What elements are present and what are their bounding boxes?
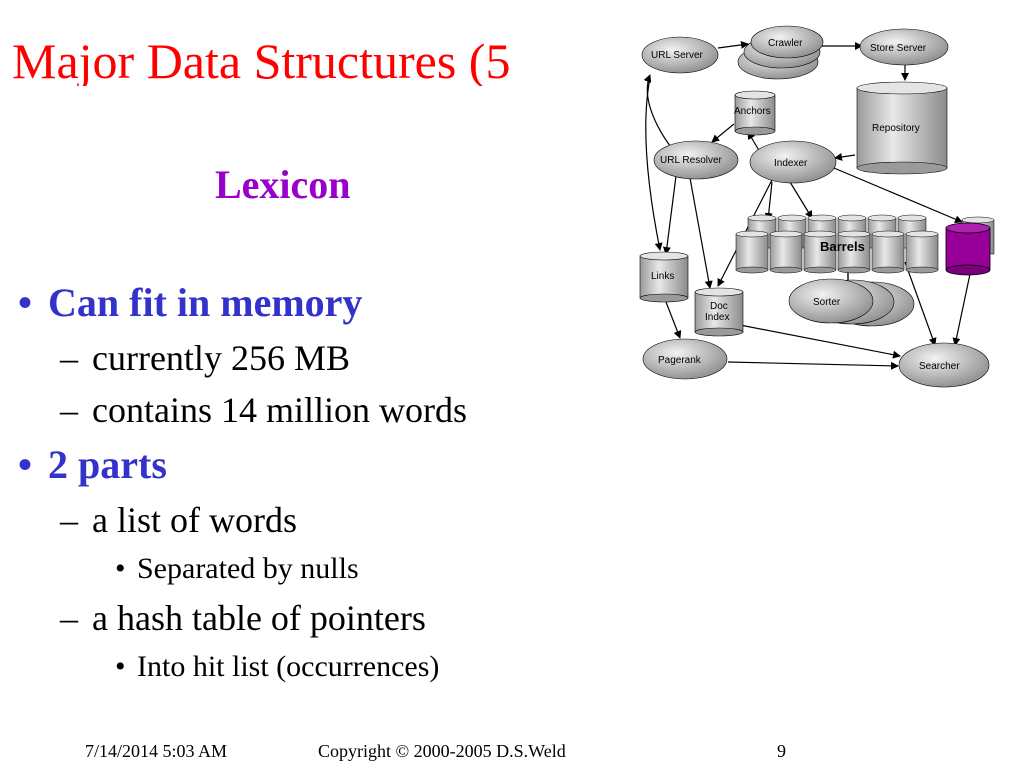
url-resolver-node: URL Resolver [653,140,739,180]
bullet-text: currently 256 MB [92,338,350,378]
store-server-node: Store Server [859,28,949,66]
dash-icon: – [60,500,78,540]
bullet-text: 2 parts [48,442,167,487]
url-server-node: URL Server [641,36,719,74]
barrels-front-row: Barrels [735,230,939,274]
url-resolver-label: URL Resolver [660,155,723,166]
pagerank-node: Pagerank [642,338,728,380]
slide-subtitle: Lexicon [215,162,351,207]
crawler-node: Crawler [737,25,824,80]
anchors-node: Anchors [734,90,776,136]
bullet-text: a hash table of pointers [92,598,426,638]
footer-date: 7/14/2014 5:03 AM [85,741,228,761]
bullet-dot-icon: • [18,442,33,487]
links-label: Links [651,271,674,282]
dash-icon: – [60,598,78,638]
barrels-label: Barrels [820,239,865,254]
repository-label: Repository [872,123,920,134]
lexicon-barrel-highlight [945,222,991,276]
dash-icon: – [60,390,78,430]
doc-index-label-line1: Doc [710,301,728,312]
slide-title: Major Data Structures (5 [12,36,511,86]
doc-index-label-line2: Index [705,312,729,323]
bullet-text: Into hit list (occurrences) [137,650,440,683]
dash-icon: – [60,338,78,378]
bullet-dot-icon: • [115,552,126,585]
links-node: Links [639,251,689,303]
url-server-label: URL Server [651,50,704,61]
searcher-node: Searcher [898,342,990,388]
bullet-text: Separated by nulls [137,552,359,585]
bullet-dot-icon: • [115,650,126,683]
footer-page-number: 9 [777,741,786,761]
search-engine-architecture-diagram: Crawler URL Server Store Server Reposito… [639,25,995,388]
bullet-text: a list of words [92,500,297,540]
sorter-label: Sorter [813,297,841,308]
bullet-text: contains 14 million words [92,390,467,430]
bullet-text: Can fit in memory [48,280,363,325]
indexer-node: Indexer [749,140,837,184]
bullet-dot-icon: • [18,280,33,325]
store-server-label: Store Server [870,43,927,54]
pagerank-label: Pagerank [658,355,702,366]
crawler-label: Crawler [768,38,803,49]
searcher-label: Searcher [919,361,960,372]
anchors-label: Anchors [734,106,771,117]
doc-index-node: Doc Index [694,287,744,337]
footer-copyright: Copyright © 2000-2005 D.S.Weld [318,741,566,761]
repository-node: Repository [856,81,948,175]
indexer-label: Indexer [774,158,808,169]
sorter-node: Sorter [788,278,915,327]
